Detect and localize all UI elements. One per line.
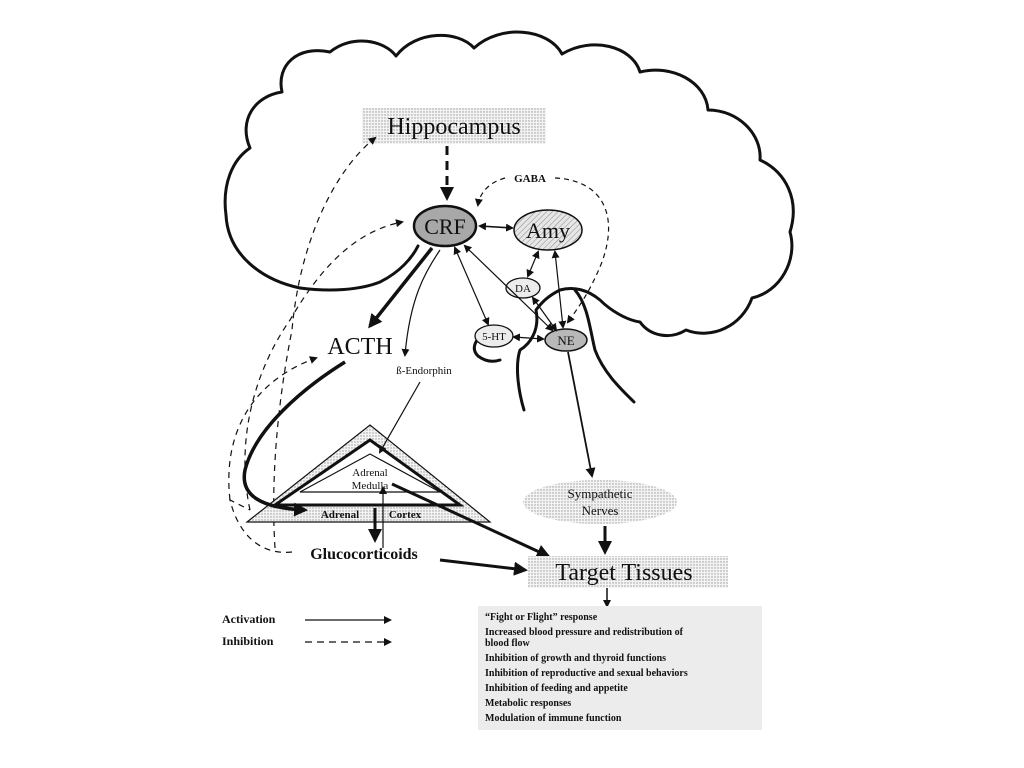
adrenal-cortex-label-1: Adrenal [321,509,359,521]
effect-item: Inhibition of growth and thyroid functio… [485,653,667,664]
sympathetic-nerves-node [523,480,677,524]
glucocorticoids-target-arrow [439,558,528,576]
effect-item: “Fight or Flight” response [485,612,598,623]
target-tissues-box [528,556,728,588]
crf-ne-arrow [463,244,554,332]
crf-node [412,204,478,248]
ne-label: NE [557,333,574,348]
target-tissues-label: Target Tissues [555,560,692,586]
endorphin-medulla-arrow [379,381,421,454]
hippocampus-box [362,108,546,144]
sympathetic-label-1: Sympathetic [568,486,633,501]
medulla-target-arrow [391,482,551,558]
hippocampus-label: Hippocampus [387,114,520,140]
adrenal-cortex-label-2: Cortex [389,509,422,521]
hypothalamus-outline [298,244,420,292]
crf-acth-arrow [368,246,434,329]
glucocorticoids-label: Glucocorticoids [310,546,418,563]
feedback-acth-dashed [228,356,318,501]
effects-list: “Fight or Flight” response Increased blo… [478,606,762,730]
crf-five-ht-arrow [453,246,490,326]
ne-node [544,328,588,352]
legend-inhibition-label: Inhibition [222,634,274,648]
adrenal-inner-triangle [299,453,441,493]
brainstem-right [573,288,636,404]
sympathetic-label-2: Nerves [582,503,619,518]
crf-endorphin-arrow [401,249,441,357]
five-ht-label: 5-HT [482,331,506,343]
brain-outline [223,30,795,412]
feedback-crf-dashed [244,219,404,511]
feedback-hippocampus-dashed [273,136,377,549]
five-ht-ne-arrow [512,333,545,343]
effect-item: Inhibition of feeding and appetite [485,683,628,694]
effect-item: Modulation of immune function [485,713,622,724]
amy-label: Amy [526,218,570,243]
crf-label: CRF [424,214,466,239]
gaba-loop-dashed [554,177,610,324]
effect-item: Inhibition of reproductive and sexual be… [485,668,688,679]
effect-item: blood flow [485,638,530,649]
da-label: DA [515,283,531,295]
gaba-crf-dashed [474,177,506,207]
ne-sympathetic-arrow [567,351,596,478]
gaba-label: GABA [514,173,546,185]
b-endorphin-label: ß-Endorphin [396,365,452,377]
effect-item: Increased blood pressure and redistribut… [485,627,683,638]
amy-da-arrow [526,250,540,278]
acth-cortex-arrow [242,360,346,517]
adrenal-medulla-label-1: Adrenal [352,467,387,479]
crf-amy-arrow [478,222,514,232]
amy-ne-arrow [551,250,567,329]
effect-item: Metabolic responses [485,698,572,709]
acth-label: ACTH [327,334,392,360]
legend-activation-label: Activation [222,612,276,626]
